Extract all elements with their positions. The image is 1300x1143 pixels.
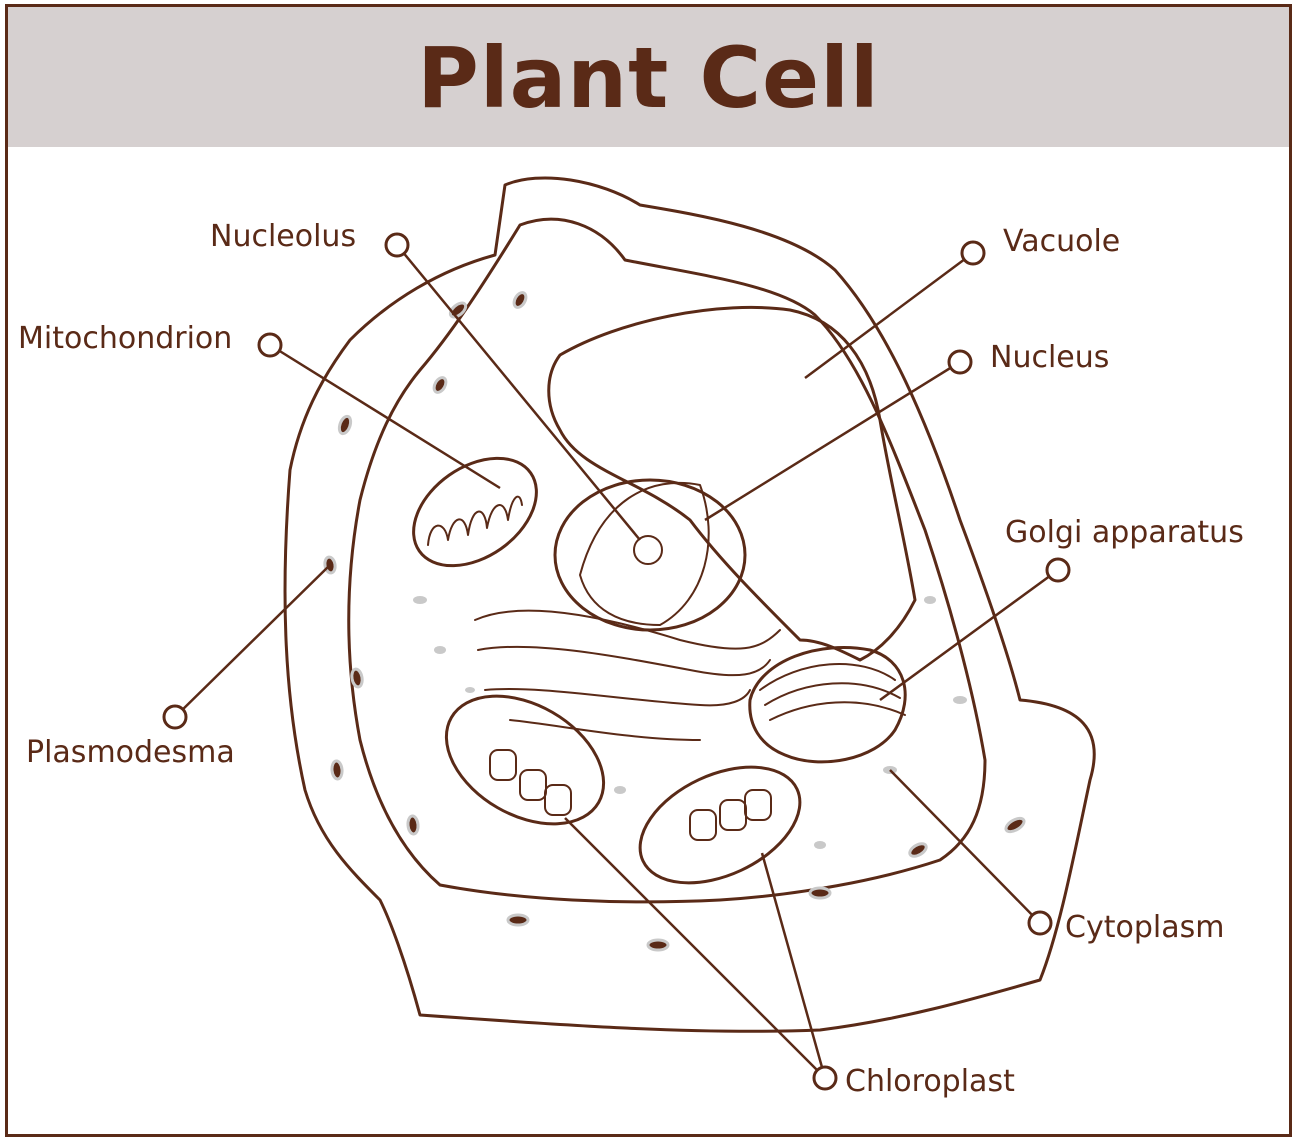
er-layer-2 xyxy=(477,645,771,677)
diagram-frame xyxy=(5,4,1292,1137)
wall-pit xyxy=(330,759,344,781)
cytoplasm-speckle xyxy=(614,786,626,794)
chloroplast-right xyxy=(638,765,802,885)
wall-pit xyxy=(406,814,420,836)
cell-membrane xyxy=(347,217,987,904)
wall-pit xyxy=(646,938,670,952)
granum xyxy=(719,799,747,831)
nucleolus-leader xyxy=(396,244,641,541)
nucleus-dot xyxy=(947,349,973,375)
title-banner: Plant Cell xyxy=(8,7,1289,147)
cell-wall-outer xyxy=(283,176,1096,1033)
golgi-label: Golgi apparatus xyxy=(1005,515,1244,550)
nucleolus-dot xyxy=(384,232,410,258)
cytoplasm-speckle xyxy=(924,596,936,604)
diagram-title: Plant Cell xyxy=(417,29,880,127)
granum xyxy=(744,789,772,821)
nucleolus-shape xyxy=(633,535,663,565)
granum xyxy=(689,809,717,841)
er-layer-3 xyxy=(484,687,751,707)
wall-pit xyxy=(1004,816,1026,834)
mitochondrion-label: Mitochondrion xyxy=(18,321,233,356)
wall-pit xyxy=(350,667,364,689)
golgi-dot xyxy=(1045,557,1071,583)
mitochondrion-leader xyxy=(269,343,501,490)
golgi-leader xyxy=(879,568,1059,702)
granum xyxy=(519,769,547,801)
mitochondrion-dot xyxy=(257,332,283,358)
wall-pit xyxy=(908,842,928,858)
golgi-cisterna-2 xyxy=(764,682,901,706)
nucleus-shape xyxy=(553,478,747,632)
nucleus-envelope xyxy=(579,481,710,626)
golgi-cisterna-1 xyxy=(759,663,896,691)
cytoplasm-speckle xyxy=(953,696,967,704)
cytoplasm-dot xyxy=(1027,910,1053,936)
nucleus-label: Nucleus xyxy=(990,340,1110,375)
vacuole-dot xyxy=(960,240,986,266)
plasmodesma-label: Plasmodesma xyxy=(26,735,235,770)
golgi-cisterna-3 xyxy=(769,701,906,721)
cytoplasm-speckle xyxy=(465,687,475,693)
mitochondrion-shape xyxy=(412,456,538,568)
mitochondrion-cristae xyxy=(427,495,523,546)
wall-pit xyxy=(432,376,448,394)
chloroplast-left xyxy=(444,694,606,826)
nucleus-leader xyxy=(704,360,961,522)
wall-pit xyxy=(506,913,530,927)
vacuole-label: Vacuole xyxy=(1003,224,1121,259)
cytoplasm-speckle xyxy=(814,841,826,849)
granum xyxy=(544,784,572,816)
chloroplast-leader-left xyxy=(564,817,826,1079)
wall-pit xyxy=(808,886,832,900)
plasmodesma-leader xyxy=(174,564,331,718)
wall-pit xyxy=(512,291,528,309)
golgi-outline xyxy=(748,645,907,764)
wall-pit xyxy=(337,414,353,436)
nucleolus-label: Nucleolus xyxy=(210,219,357,254)
granum xyxy=(489,749,517,781)
chloroplast-leader-right xyxy=(760,852,827,1079)
cytoplasm-leader xyxy=(889,769,1041,924)
vacuole-membrane xyxy=(547,305,917,662)
er-layer-4 xyxy=(509,719,701,741)
vacuole-leader xyxy=(804,251,974,380)
cytoplasm-speckle xyxy=(413,596,427,604)
er-layer-1 xyxy=(474,609,781,650)
cytoplasm-speckle xyxy=(434,646,446,654)
plasmodesma-dot xyxy=(162,704,188,730)
chloroplast-label: Chloroplast xyxy=(845,1064,1015,1099)
chloroplast-dot xyxy=(812,1065,838,1091)
cytoplasm-label: Cytoplasm xyxy=(1065,910,1225,945)
